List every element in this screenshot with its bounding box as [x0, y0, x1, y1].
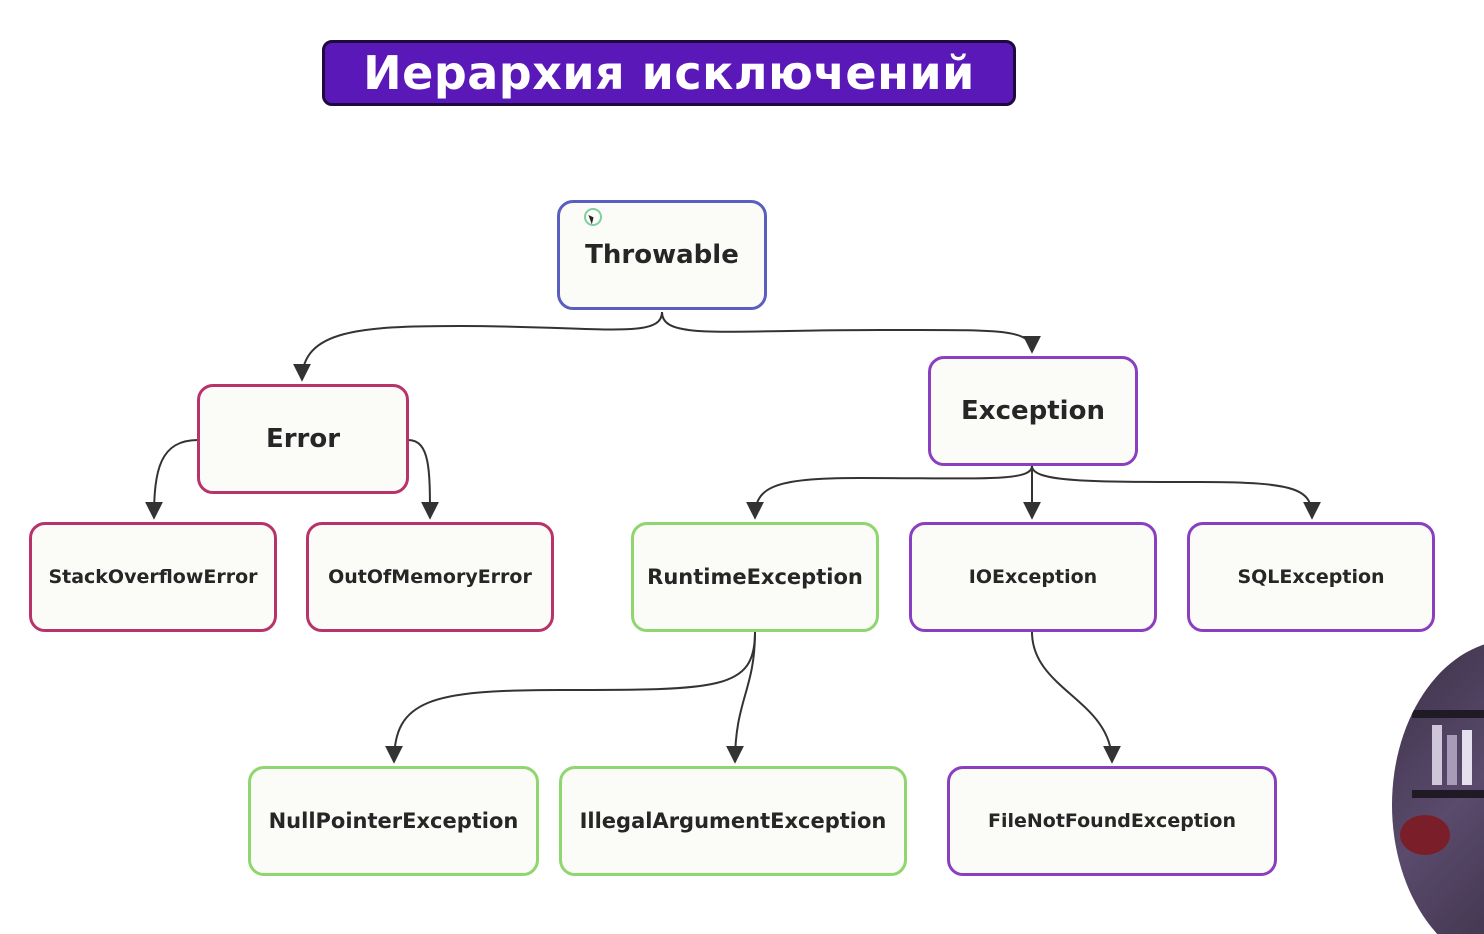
edge-runtime-nullpointer: [385, 631, 756, 764]
edge-exception-sql: [1031, 465, 1321, 520]
node-ioexception-label: IOException: [968, 566, 1098, 588]
slide-title: Иерархия исключений: [363, 46, 975, 100]
node-error: Error: [197, 384, 409, 494]
edge-runtime-illegalargument: [726, 631, 756, 764]
node-outofmemoryerror: OutOfMemoryError: [306, 522, 554, 632]
edge-exception-runtime: [746, 465, 1033, 520]
edge-error-stackoverflow: [145, 439, 199, 520]
node-sqlexception: SQLException: [1187, 522, 1435, 632]
edge-throwable-error: [293, 311, 663, 382]
node-sqlexception-label: SQLException: [1237, 566, 1385, 588]
title-banner: Иерархия исключений: [322, 40, 1016, 106]
cursor-highlight-icon: [584, 208, 602, 226]
node-exception: Exception: [928, 356, 1138, 466]
node-nullpointerexception-label: NullPointerException: [268, 809, 519, 833]
node-ioexception: IOException: [909, 522, 1157, 632]
edge-throwable-exception: [661, 311, 1041, 354]
node-filenotfoundexception-label: FileNotFoundException: [987, 810, 1236, 832]
node-error-label: Error: [265, 424, 341, 454]
edge-error-outofmemory: [407, 439, 439, 520]
node-runtimeexception-label: RuntimeException: [647, 565, 863, 589]
node-throwable-label: Throwable: [585, 240, 739, 270]
node-stackoverflowerror-label: StackOverflowError: [48, 566, 258, 588]
node-filenotfoundexception: FileNotFoundException: [947, 766, 1277, 876]
node-illegalargumentexception-label: IllegalArgumentException: [579, 809, 887, 833]
node-runtimeexception: RuntimeException: [631, 522, 879, 632]
node-outofmemoryerror-label: OutOfMemoryError: [328, 566, 532, 588]
edge-io-filenotfound: [1031, 631, 1121, 764]
node-stackoverflowerror: StackOverflowError: [29, 522, 277, 632]
node-illegalargumentexception: IllegalArgumentException: [559, 766, 907, 876]
node-exception-label: Exception: [961, 396, 1105, 426]
node-nullpointerexception: NullPointerException: [248, 766, 539, 876]
